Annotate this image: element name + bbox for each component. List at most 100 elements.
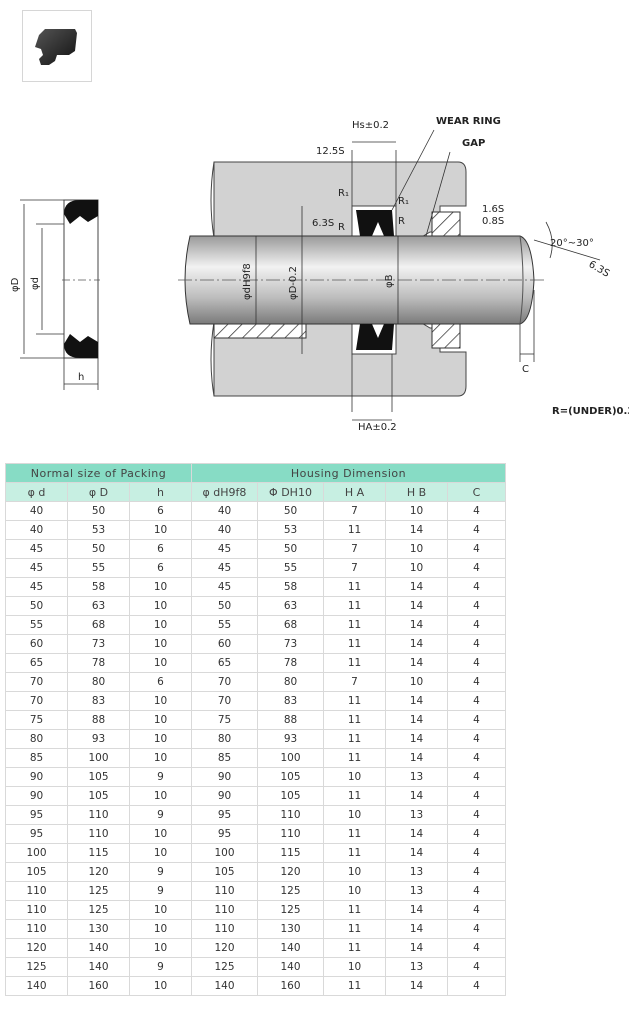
housing xyxy=(210,161,467,397)
label-r1-right: R₁ xyxy=(398,196,409,207)
table-cell: 70 xyxy=(191,691,258,711)
label-r-right: R xyxy=(398,216,405,227)
table-cell: 55 xyxy=(5,615,68,635)
table-cell: 53 xyxy=(257,520,324,540)
table-cell: 11 xyxy=(323,710,386,730)
table-cell: 78 xyxy=(257,653,324,673)
table-cell: 14 xyxy=(385,938,448,958)
table-cell: 40 xyxy=(5,501,68,521)
label-r-note: R=(UNDER)0.3 xyxy=(552,406,629,417)
table-cell: 13 xyxy=(385,862,448,882)
table-cell: 10 xyxy=(385,539,448,559)
table-cell: 10 xyxy=(385,672,448,692)
table-cell: 10 xyxy=(129,520,192,540)
table-cell: 75 xyxy=(191,710,258,730)
table-cell: 11 xyxy=(323,919,386,939)
table-cell: 11 xyxy=(323,729,386,749)
table-cell: 110 xyxy=(257,824,324,844)
table-cell: 11 xyxy=(323,976,386,996)
label-s63-left: 6.3S xyxy=(312,218,334,229)
table-cell: 4 xyxy=(447,672,506,692)
table-cell: 80 xyxy=(5,729,68,749)
table-cell: 60 xyxy=(5,634,68,654)
table-cell: 4 xyxy=(447,976,506,996)
table-cell: 70 xyxy=(191,672,258,692)
table-cell: 93 xyxy=(257,729,324,749)
table-cell: 11 xyxy=(323,786,386,806)
table-cell: 4 xyxy=(447,729,506,749)
table-cell: 11 xyxy=(323,634,386,654)
table-cell: 125 xyxy=(67,881,130,901)
table-cell: 14 xyxy=(385,919,448,939)
table-cell: 110 xyxy=(5,919,68,939)
table-cell: 13 xyxy=(385,881,448,901)
table-cell: 63 xyxy=(67,596,130,616)
table-cell: 14 xyxy=(385,520,448,540)
table-cell: 70 xyxy=(5,672,68,692)
table-cell: 14 xyxy=(385,634,448,654)
label-wear-ring: WEAR RING xyxy=(436,116,501,127)
table-cell: 10 xyxy=(129,919,192,939)
table-cell: 88 xyxy=(67,710,130,730)
label-s125: 12.5S xyxy=(316,146,345,157)
label-c: C xyxy=(522,364,529,375)
column-header: C xyxy=(447,482,506,502)
table-cell: 85 xyxy=(5,748,68,768)
table-cell: 53 xyxy=(67,520,130,540)
table-cell: 4 xyxy=(447,596,506,616)
table-cell: 83 xyxy=(67,691,130,711)
header-packing: Normal size of Packing xyxy=(5,463,192,483)
table-cell: 11 xyxy=(323,900,386,920)
table-cell: 63 xyxy=(257,596,324,616)
wear-ring-lower xyxy=(431,323,461,349)
table-cell: 100 xyxy=(257,748,324,768)
table-cell: 4 xyxy=(447,558,506,578)
table-cell: 110 xyxy=(191,919,258,939)
table-cell: 45 xyxy=(191,539,258,559)
table-cell: 11 xyxy=(323,843,386,863)
table-cell: 11 xyxy=(323,938,386,958)
table-cell: 73 xyxy=(257,634,324,654)
column-header: Φ DH10 xyxy=(257,482,324,502)
table-cell: 4 xyxy=(447,710,506,730)
table-cell: 14 xyxy=(385,824,448,844)
table-cell: 80 xyxy=(67,672,130,692)
table-cell: 4 xyxy=(447,881,506,901)
table-cell: 140 xyxy=(5,976,68,996)
table-cell: 4 xyxy=(447,919,506,939)
label-phiD-left: φD xyxy=(10,277,21,292)
table-cell: 10 xyxy=(129,843,192,863)
table-cell: 14 xyxy=(385,843,448,863)
table-cell: 7 xyxy=(323,672,386,692)
label-phiB: φB xyxy=(384,274,395,288)
table-cell: 100 xyxy=(191,843,258,863)
table-cell: 14 xyxy=(385,976,448,996)
label-r-left: R xyxy=(338,222,345,233)
table-cell: 4 xyxy=(447,520,506,540)
table-cell: 140 xyxy=(257,938,324,958)
table-cell: 125 xyxy=(257,900,324,920)
table-cell: 110 xyxy=(191,881,258,901)
label-dh9f8: φdH9f8 xyxy=(242,263,253,300)
table-cell: 125 xyxy=(191,957,258,977)
product-thumbnail xyxy=(22,10,92,82)
column-header: H A xyxy=(323,482,386,502)
table-cell: 10 xyxy=(129,615,192,635)
table-cell: 4 xyxy=(447,843,506,863)
table-cell: 10 xyxy=(129,938,192,958)
table-cell: 45 xyxy=(5,577,68,597)
seal-upper xyxy=(356,210,394,236)
table-cell: 45 xyxy=(5,558,68,578)
